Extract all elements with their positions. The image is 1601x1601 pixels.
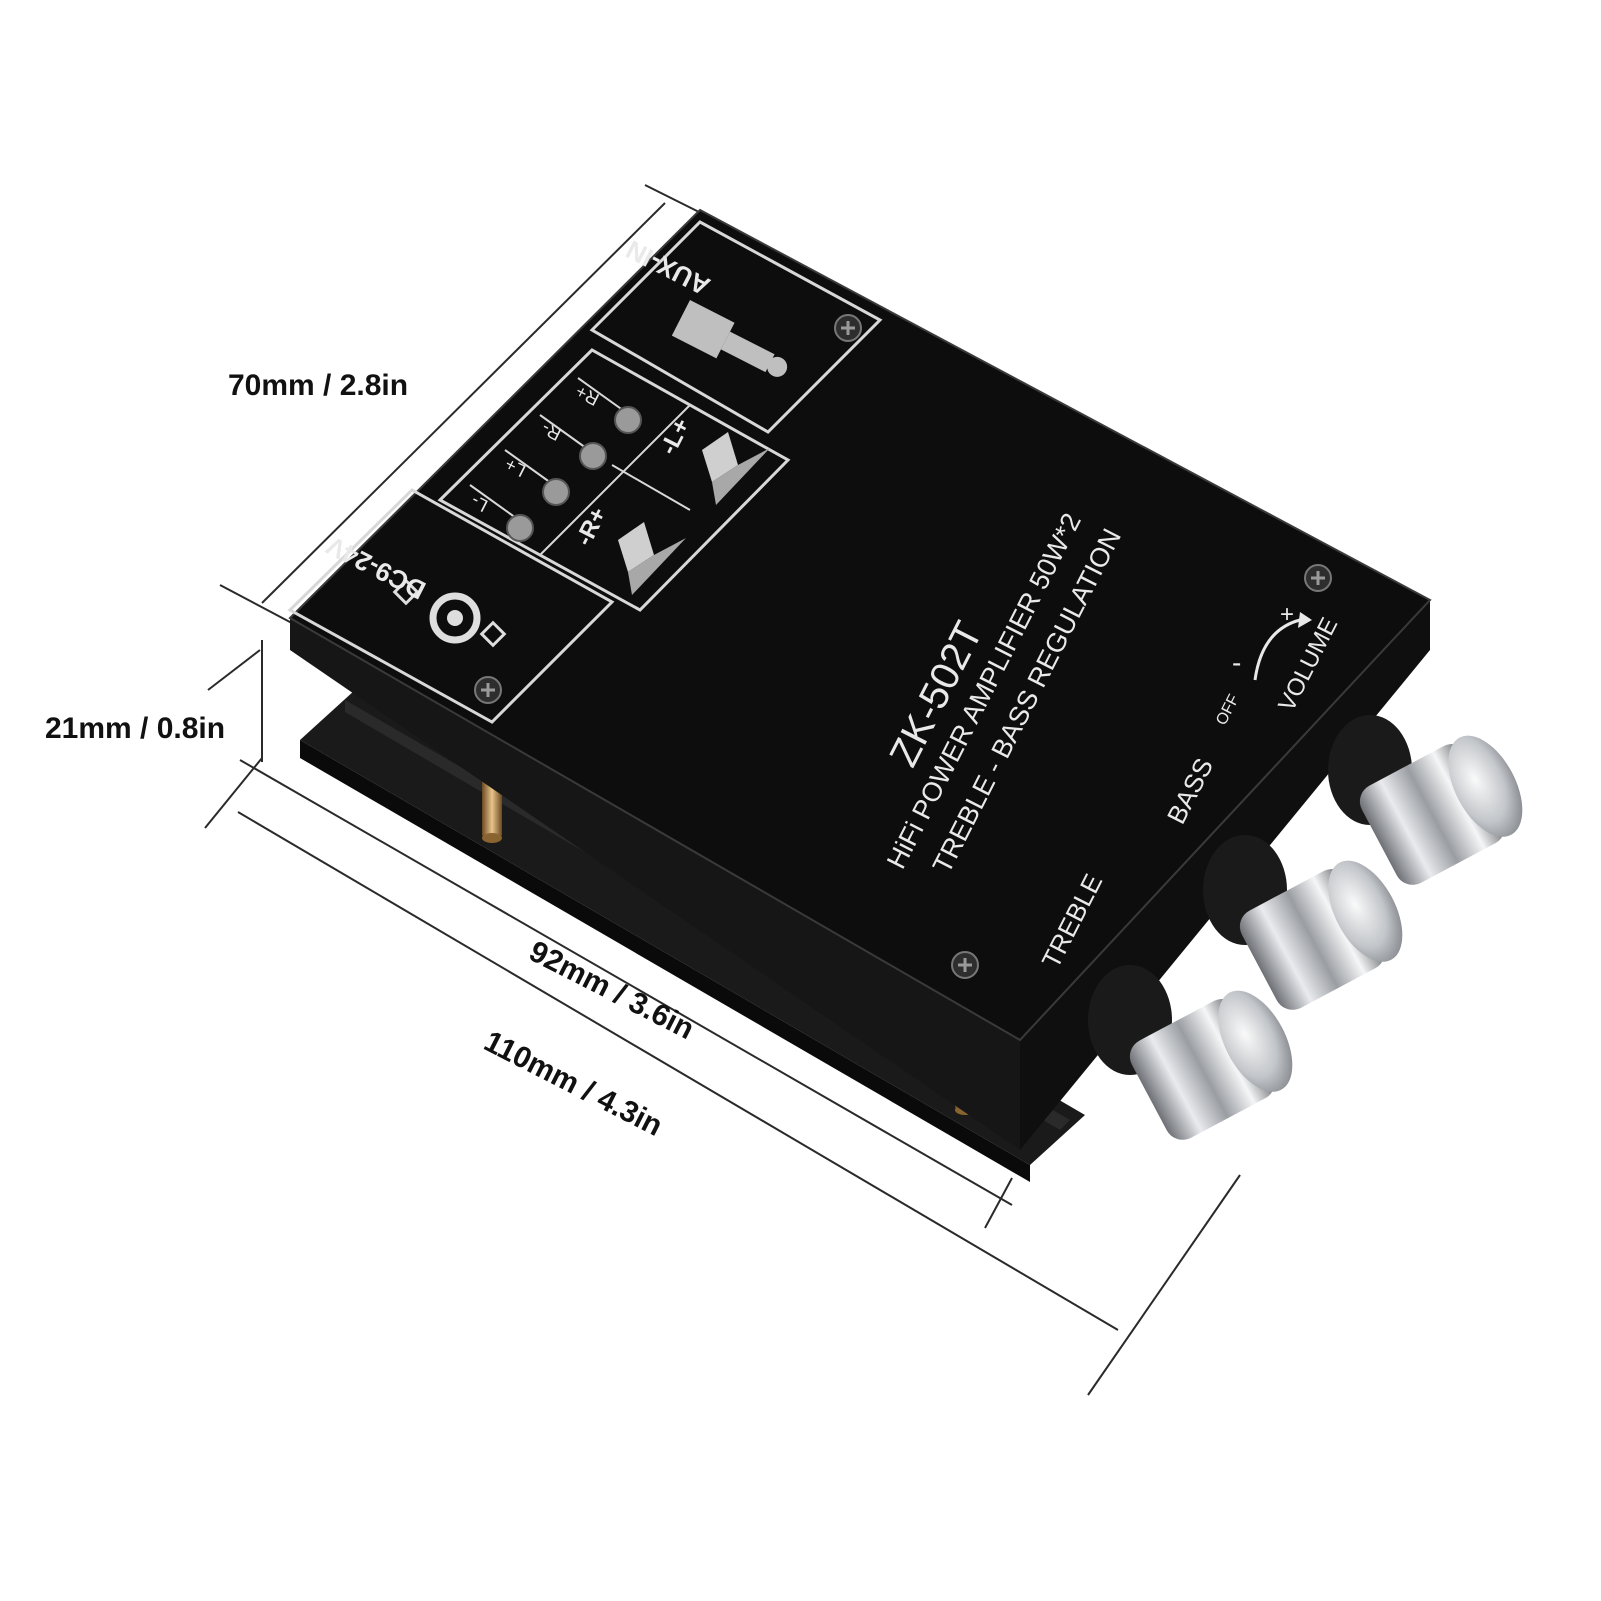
terminal-screw-r-minus [579, 442, 607, 470]
bass-knob[interactable] [1203, 835, 1418, 1016]
screw-icon [834, 314, 862, 342]
terminal-screw-l-minus [506, 514, 534, 542]
screw-icon [1304, 564, 1332, 592]
mounting-screws [474, 314, 1332, 979]
volume-minus-label: - [1232, 647, 1241, 678]
volume-arrow-icon [1298, 612, 1312, 628]
aux-jack-icon [671, 300, 788, 377]
dimension-lines [204, 184, 1241, 1396]
dim-height-label: 21mm / 0.8in [45, 712, 225, 745]
treble-knob[interactable] [1088, 965, 1308, 1146]
terminal-screw-r-plus [614, 406, 642, 434]
screw-icon [951, 951, 979, 979]
volume-knob[interactable] [1328, 715, 1538, 891]
volume-arc [1253, 618, 1301, 681]
dc-power-icon [392, 578, 507, 648]
volume-plus-label: + [1280, 601, 1294, 628]
terminal-screw-l-plus [542, 478, 570, 506]
dim-length-outer-label: 110mm / 4.3in [479, 1025, 668, 1143]
speaker-right-icon [618, 522, 686, 595]
speaker-left-icon [702, 432, 770, 505]
dim-width-label: 70mm / 2.8in [228, 369, 408, 402]
screw-icon [474, 676, 502, 704]
